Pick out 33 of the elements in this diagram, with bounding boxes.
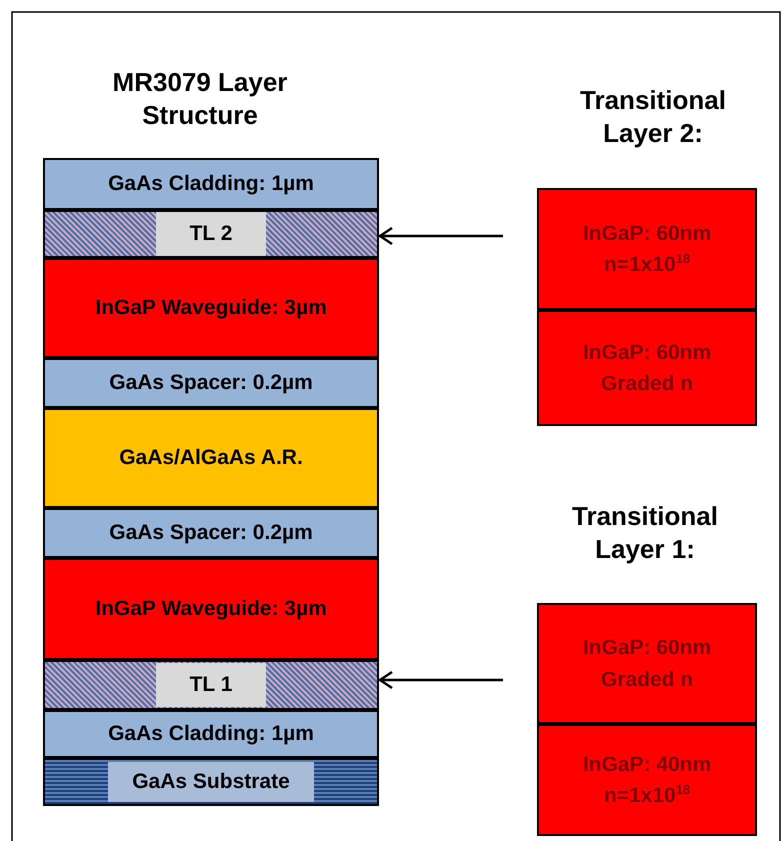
layer-label: GaAs Cladding: 1µm	[108, 171, 314, 198]
layer-band	[43, 358, 379, 408]
section-heading: Transitional Layer 2:	[579, 84, 727, 149]
layer-label: TL 2	[156, 212, 266, 256]
layer-band	[43, 408, 379, 508]
diagram-title: MR3079 Layer Structure	[112, 66, 288, 131]
transitional-layer-band	[43, 210, 379, 258]
layer-label: InGaP: 40nm n=1x10$^{18}$	[582, 752, 712, 809]
arrow	[378, 670, 503, 690]
transitional-layer-band	[43, 660, 379, 710]
arrow	[378, 226, 503, 246]
layer-band	[537, 724, 757, 836]
layer-band	[43, 508, 379, 558]
layer-label: GaAs Cladding: 1µm	[108, 721, 314, 748]
layer-label: InGaP Waveguide: 3µm	[95, 295, 327, 322]
layer-band	[537, 603, 757, 724]
layer-label: GaAs/AlGaAs A.R.	[119, 445, 303, 472]
section-heading: Transitional Layer 1:	[571, 500, 719, 565]
substrate-layer-band	[43, 758, 379, 806]
layer-label: InGaP: 60nm Graded n	[582, 340, 712, 397]
layer-band	[537, 310, 757, 426]
layer-label: GaAs Spacer: 0.2µm	[109, 520, 313, 546]
layer-band	[43, 710, 379, 758]
layer-label: TL 1	[156, 663, 266, 707]
layer-label: InGaP: 60nm n=1x10$^{18}$	[582, 220, 712, 278]
layer-label: GaAs Spacer: 0.2µm	[109, 370, 313, 396]
layer-band	[43, 158, 379, 210]
layer-label: InGaP: 60nm Graded n	[582, 635, 712, 692]
layer-band	[43, 558, 379, 660]
layer-label: InGaP Waveguide: 3µm	[95, 596, 327, 622]
layer-band	[43, 258, 379, 358]
layer-label: GaAs Substrate	[108, 762, 314, 802]
layer-band	[537, 188, 757, 310]
